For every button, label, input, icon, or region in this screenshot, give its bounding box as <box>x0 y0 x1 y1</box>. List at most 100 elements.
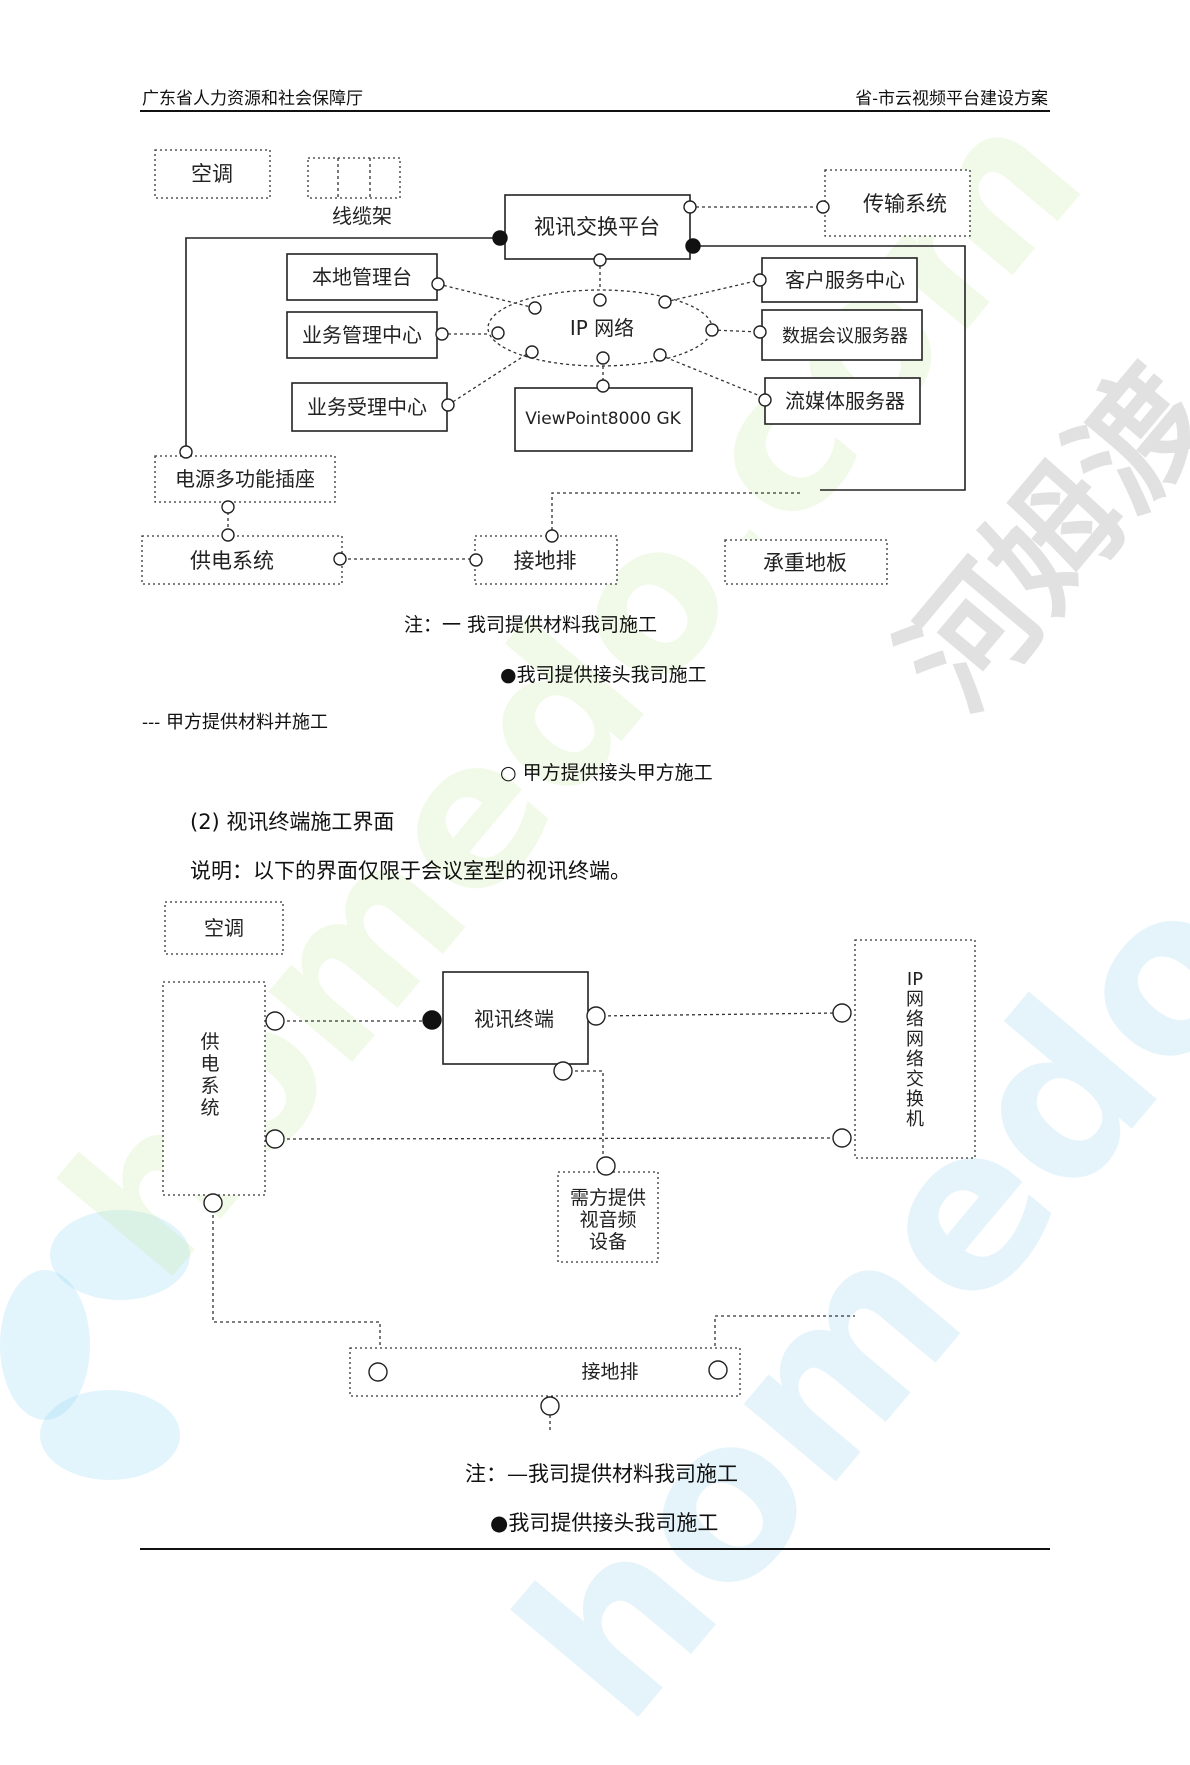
connector-company <box>492 230 508 246</box>
label-power-socket: 电源多功能插座 <box>175 467 315 491</box>
line-dataconf <box>711 329 761 333</box>
diagram-video-switch-interface: 空调 线缆架 视讯交换平台 传输系统 本地管理台 业务管理中心 业务受理中心 I… <box>141 149 971 585</box>
connector-client <box>545 529 559 543</box>
label-ground-bar-2: 接地排 <box>581 1361 638 1383</box>
label-viewpoint: ViewPoint8000 GK <box>525 409 681 429</box>
connector-client <box>491 326 505 340</box>
connector-client <box>705 323 719 337</box>
label-biz-mgmt: 业务管理中心 <box>302 323 422 347</box>
label-ac-2: 空调 <box>204 916 244 940</box>
connector-client <box>596 379 610 393</box>
box-ground-bar-2 <box>349 1347 741 1397</box>
label-ip-network: IP 网络 <box>570 316 634 340</box>
connector-client <box>265 1129 285 1149</box>
box-floor <box>724 539 888 585</box>
label-power-system: 供电系统 <box>190 549 274 573</box>
box-data-conference <box>761 309 923 361</box>
connector-client <box>753 273 767 287</box>
label-av-line1: 需方提供 <box>570 1187 646 1209</box>
watermark-flower-petal <box>50 1210 190 1300</box>
line-company-ground <box>690 245 966 491</box>
box-power-system <box>141 535 343 585</box>
label-streaming: 流媒体服务器 <box>785 389 905 413</box>
box-video-terminal <box>442 971 589 1065</box>
header-right-title: 省-市云视频平台建设方案 <box>855 89 1048 109</box>
line-stream <box>659 354 766 399</box>
box-transport <box>824 169 971 237</box>
connector-client <box>553 1061 573 1081</box>
box-power-system-2 <box>162 981 266 1196</box>
connector-client <box>683 200 697 214</box>
box-video-switch <box>504 194 691 260</box>
box-ac-2 <box>164 901 284 955</box>
connector-client <box>441 398 455 412</box>
note-company-connector: ●我司提供接头我司施工 <box>500 664 707 686</box>
line-local-mgmt <box>437 283 536 309</box>
connector-company <box>422 1010 442 1030</box>
connector-client <box>221 528 235 542</box>
line-terminal-av <box>563 1070 604 1162</box>
note-client-material: --- 甲方提供材料并施工 <box>142 712 328 733</box>
connector-client <box>753 325 767 339</box>
connector-company <box>685 238 701 254</box>
label-power-system-2: 供电系统 <box>200 1031 219 1119</box>
box-streaming <box>764 377 921 425</box>
line-terminal-switch <box>595 1012 839 1017</box>
header-rule <box>140 110 1050 112</box>
connector-client <box>586 1006 606 1026</box>
box-ac <box>154 149 271 199</box>
connector-client <box>708 1360 728 1380</box>
connector-client <box>179 445 193 459</box>
connector-client <box>596 351 610 365</box>
connector-client <box>596 1156 616 1176</box>
label-video-terminal: 视讯终端 <box>474 1007 554 1031</box>
connector-client <box>368 1362 388 1382</box>
section-title: (2) 视讯终端施工界面 <box>190 810 395 834</box>
connector-client <box>832 1003 852 1023</box>
line-power-ground <box>212 1203 381 1352</box>
rack-dividers <box>337 158 371 198</box>
label-av-line2: 视音频 <box>579 1209 636 1231</box>
line-company-power <box>185 237 505 448</box>
label-biz-accept: 业务受理中心 <box>307 395 427 419</box>
connector-client <box>593 253 607 267</box>
connector-client <box>758 393 772 407</box>
connector-client <box>435 327 449 341</box>
connector-client <box>469 553 483 567</box>
watermark-flower-petal <box>0 1270 90 1420</box>
label-floor: 承重地板 <box>763 551 847 575</box>
connector-client <box>593 293 607 307</box>
line-ground-link <box>551 492 800 535</box>
header-left-title: 广东省人力资源和社会保障厅 <box>142 89 363 109</box>
box-viewpoint <box>514 387 693 452</box>
connector-client <box>528 301 542 315</box>
section-description: 说明：以下的界面仅限于会议室型的视讯终端。 <box>190 859 631 883</box>
connector-client <box>431 277 445 291</box>
box-ip-switch <box>854 939 976 1159</box>
connector-client <box>832 1128 852 1148</box>
label-ground-bar: 接地排 <box>514 549 577 573</box>
connector-client <box>203 1193 223 1213</box>
connector-client <box>525 345 539 359</box>
box-customer-service <box>761 257 918 303</box>
label-customer-service: 客户服务中心 <box>785 268 905 292</box>
footer-rule <box>140 1548 1050 1550</box>
line-power-switch <box>274 1137 839 1140</box>
label-local-mgmt: 本地管理台 <box>312 265 412 289</box>
note-company-material: 注：一 我司提供材料我司施工 <box>404 614 658 636</box>
line-biz-accept <box>447 351 531 406</box>
box-rack <box>307 157 401 199</box>
label-data-conference: 数据会议服务器 <box>782 326 908 347</box>
connector-client <box>658 295 672 309</box>
label-rack: 线缆架 <box>332 204 392 228</box>
connector-client <box>221 500 235 514</box>
line-cust <box>664 279 761 303</box>
connector-client <box>653 348 667 362</box>
box-power-socket <box>154 455 336 503</box>
line-ground-switch <box>714 1315 855 1352</box>
connector-client <box>333 552 347 566</box>
note2-company-material: 注：—我司提供材料我司施工 <box>465 1462 738 1486</box>
connector-client <box>816 200 830 214</box>
